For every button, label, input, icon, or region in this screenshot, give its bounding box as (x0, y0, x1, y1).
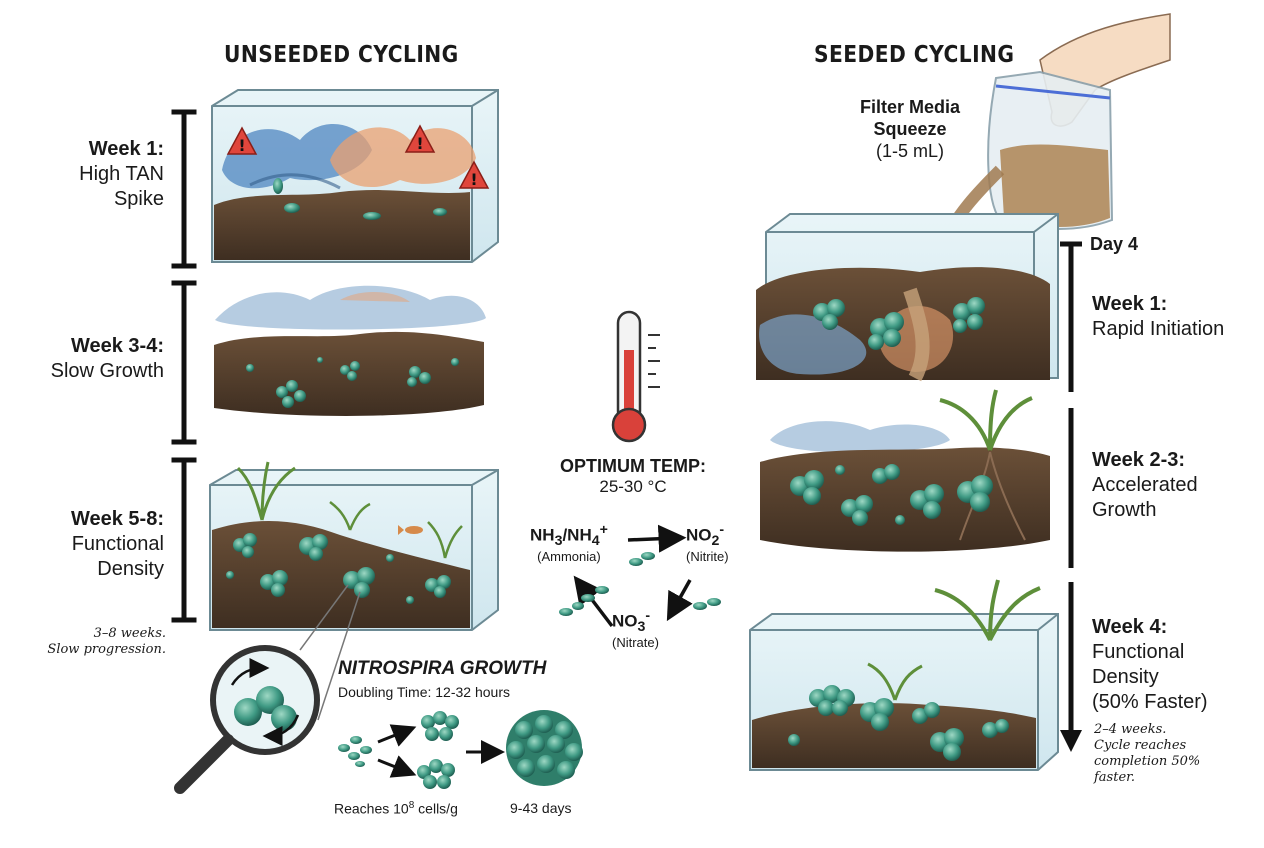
stage-line: High TAN (79, 163, 164, 185)
squeeze-title: Squeeze (873, 119, 947, 139)
unseeded-note: 3–8 weeks. Slow progression. (47, 626, 166, 658)
nitrogen-cycle-arrows (573, 524, 693, 628)
temperature-range: 25-30 °C (599, 477, 667, 496)
soil-week3-4 (214, 285, 486, 416)
stage-line: Spike (113, 188, 164, 210)
doubling-time: Doubling Time: 12-32 hours (338, 684, 510, 700)
nitrate-label: NO3- (Nitrate) (612, 608, 659, 650)
ammonia-label: NH3/NH4+ (Ammonia) (530, 522, 608, 564)
svg-text:!: ! (470, 170, 477, 189)
formula-sub: 3 (554, 533, 563, 550)
stage-title: Week 3-4: (70, 335, 164, 357)
stage-line: Accelerated (1092, 474, 1198, 496)
unseeded-timeline (171, 109, 197, 623)
seeded-timeline (1060, 241, 1082, 752)
note-line: Slow progression. (47, 642, 166, 657)
formula-sup: - (645, 608, 651, 624)
stage-line: Growth (1092, 499, 1157, 521)
stage-line: Density (97, 558, 164, 580)
unseeded-stage-1: Week 1: High TAN Spike (79, 137, 164, 212)
days-label: 9-43 days (510, 800, 572, 816)
svg-text:!: ! (238, 136, 245, 155)
stage-title: Week 4: (1092, 616, 1168, 638)
formula: NH (530, 525, 555, 545)
unseeded-title: UNSEEDED CYCLING (224, 42, 459, 68)
temperature-block: OPTIMUM TEMP: 25-30 °C (548, 456, 718, 497)
note-line: faster. (1094, 770, 1136, 785)
unseeded-stage-2: Week 3-4: Slow Growth (51, 334, 164, 384)
formula: /NH (562, 525, 592, 545)
note-line: 3–8 weeks. (93, 626, 166, 641)
squeeze-title: Filter Media (859, 97, 961, 117)
fish-icon (398, 525, 423, 535)
stage-line: Functional (1092, 641, 1185, 663)
stage-title: Week 1: (88, 138, 164, 160)
reaches-suffix: cells/g (414, 800, 458, 817)
seeded-tank-week4 (749, 579, 1059, 771)
reaches-prefix: Reaches 10 (334, 800, 409, 817)
stage-line: Functional (71, 533, 164, 555)
seeded-soil-week2-3 (760, 389, 1050, 552)
formula-sup: - (719, 522, 725, 538)
seeded-stage-2: Week 2-3: Accelerated Growth (1092, 448, 1198, 523)
note-line: Cycle reaches (1094, 738, 1187, 753)
tank-week5-8 (209, 461, 499, 631)
formula: NO (686, 525, 712, 545)
magnifier-icon (174, 584, 361, 794)
tank-week1: ! ! ! (211, 89, 499, 263)
chem-name: (Nitrite) (686, 549, 729, 565)
seeded-note: 2–4 weeks. Cycle reaches completion 50% … (1094, 722, 1200, 786)
formula-sup: + (599, 522, 608, 538)
day-label: Day 4 (1090, 234, 1139, 254)
squeeze-label: Filter Media Squeeze (1-5 mL) (840, 96, 980, 162)
formula-sub: 3 (637, 619, 646, 636)
chem-name: (Nitrate) (612, 635, 659, 651)
seeded-stage-3: Week 4: Functional Density (50% Faster) (1092, 615, 1208, 715)
stage-line: (50% Faster) (1092, 691, 1208, 713)
stage-title: Week 1: (1092, 293, 1168, 315)
note-line: completion 50% (1094, 754, 1201, 769)
warning-icon: ! (404, 124, 436, 153)
seeded-tank-week1 (756, 213, 1059, 382)
warning-icon: ! (458, 160, 490, 189)
thermometer-icon (611, 310, 660, 443)
squeeze-amount: (1-5 mL) (875, 141, 944, 161)
svg-text:!: ! (416, 134, 423, 153)
nitrite-label: NO2- (Nitrite) (686, 522, 729, 564)
stage-line: Density (1092, 666, 1159, 688)
stage-line: Rapid Initiation (1092, 318, 1225, 340)
reaches-label: Reaches 108 cells/g (334, 800, 458, 817)
nitrospira-title: NITROSPIRA GROWTH (338, 658, 547, 679)
seeded-stage-1: Week 1: Rapid Initiation (1092, 292, 1224, 342)
formula-sub: 4 (591, 533, 600, 550)
stage-title: Week 5-8: (70, 508, 164, 530)
reaches-exponent: 8 (408, 800, 415, 811)
formula: NO (612, 611, 638, 631)
warning-icon: ! (226, 126, 258, 155)
seeded-title: SEEDED CYCLING (814, 42, 1015, 68)
note-line: 2–4 weeks. (1094, 722, 1167, 737)
stage-line: Slow Growth (50, 360, 164, 382)
growth-sequence (338, 710, 583, 789)
stage-title: Week 2-3: (1092, 449, 1186, 471)
chem-name: (Ammonia) (537, 549, 601, 565)
unseeded-stage-3: Week 5-8: Functional Density (71, 507, 164, 582)
temperature-title: OPTIMUM TEMP: (560, 456, 706, 476)
formula-sub: 2 (711, 533, 720, 550)
